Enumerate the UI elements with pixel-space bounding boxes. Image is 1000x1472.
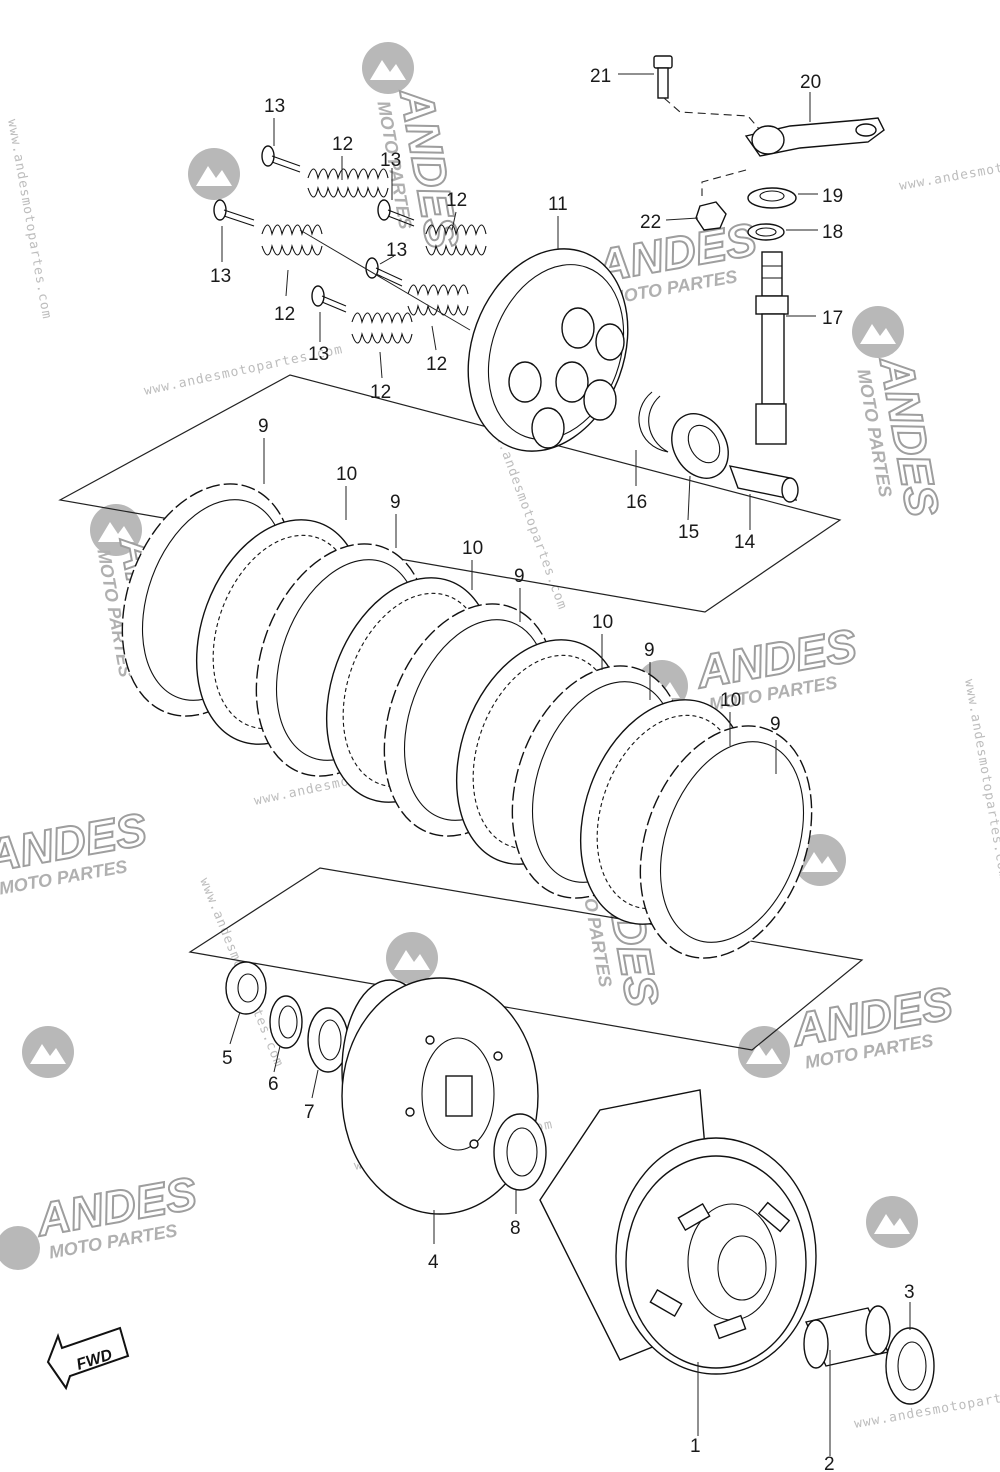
callout-10: 10 <box>336 464 357 485</box>
hub-group-frame <box>188 867 864 1051</box>
clutch-plate-stack <box>121 483 813 959</box>
callout-12: 12 <box>332 134 353 155</box>
bearing-15 <box>671 413 729 479</box>
callout-6: 6 <box>268 1074 279 1095</box>
fwd-arrow-icon: FWD <box>46 1326 130 1391</box>
callout-13: 13 <box>380 150 401 171</box>
spring-bolt-group <box>213 145 487 344</box>
callout-12: 12 <box>370 382 391 403</box>
washer-3 <box>885 1327 935 1405</box>
release-arm-20 <box>701 117 885 196</box>
hub-group <box>225 961 547 1215</box>
callout-2: 2 <box>824 1454 835 1472</box>
bolt-13 <box>261 145 301 173</box>
callout-labels: 1 2 3 4 5 6 7 8 9 9 9 9 9 10 10 10 10 11… <box>210 66 915 1472</box>
bushing-2 <box>803 1305 891 1369</box>
bolt-13 <box>365 257 403 287</box>
spring-12 <box>407 284 469 316</box>
callout-3: 3 <box>904 1282 915 1303</box>
callout-13: 13 <box>386 240 407 261</box>
callout-19: 19 <box>822 186 843 207</box>
watermark-url: www.andesmotopartes.com <box>898 144 1000 194</box>
watermark-disc <box>738 1026 790 1078</box>
spring-12 <box>307 168 389 198</box>
bolt-13 <box>311 285 347 313</box>
callout-12: 12 <box>426 354 447 375</box>
callout-10: 10 <box>462 538 483 559</box>
callout-9: 9 <box>770 714 781 735</box>
spring-12 <box>351 312 413 344</box>
pressure-plate-11 <box>467 248 629 452</box>
callout-11: 11 <box>548 194 568 215</box>
callout-12: 12 <box>446 190 467 211</box>
watermark-disc <box>852 306 904 358</box>
callout-10: 10 <box>592 612 613 633</box>
watermark-brand: ANDES MOTO PARTES <box>853 351 950 522</box>
callout-1: 1 <box>690 1436 701 1457</box>
clutch-hub-4 <box>341 977 539 1215</box>
callout-22: 22 <box>640 212 661 233</box>
plate-group-frame <box>58 374 842 613</box>
nut-5 <box>225 961 267 1015</box>
watermark-disc <box>386 932 438 984</box>
spring-12 <box>425 224 487 256</box>
callout-13: 13 <box>264 96 285 117</box>
callout-4: 4 <box>428 1252 439 1273</box>
watermark-url: www.andesmotopartes.com <box>961 678 1000 881</box>
bolt-13 <box>377 199 415 227</box>
clutch-housing-1 <box>539 1089 817 1375</box>
callout-10: 10 <box>720 690 741 711</box>
circlip-16 <box>638 391 669 453</box>
clutch-housing-group <box>539 1089 935 1405</box>
watermark-brand: ANDES MOTO PARTES <box>691 618 862 715</box>
spring-12 <box>261 224 323 256</box>
push-rod-14 <box>728 465 799 503</box>
watermark-disc <box>90 504 142 556</box>
watermark-url: www.andesmotopartes.com <box>4 118 54 321</box>
watermark-disc <box>0 1226 40 1270</box>
watermark-brand: ANDES MOTO PARTES <box>787 976 958 1073</box>
callout-17: 17 <box>822 308 843 329</box>
washer-8 <box>493 1113 547 1191</box>
callout-5: 5 <box>222 1048 233 1069</box>
watermark-disc <box>188 148 240 200</box>
watermark-disc <box>866 1196 918 1248</box>
callout-9: 9 <box>390 492 401 513</box>
bolt-13 <box>213 199 255 227</box>
release-mechanism <box>638 55 885 503</box>
shaft-17 <box>755 251 789 445</box>
callout-8: 8 <box>510 1218 521 1239</box>
callout-15: 15 <box>678 522 699 543</box>
callout-13: 13 <box>308 344 329 365</box>
leader-lines <box>221 73 911 1456</box>
callout-9: 9 <box>258 416 269 437</box>
seal-19 <box>747 187 797 209</box>
watermark-disc <box>362 42 414 94</box>
washer-18 <box>747 223 785 241</box>
callout-12: 12 <box>274 304 295 325</box>
watermark-brand: ANDES MOTO PARTES <box>0 802 152 899</box>
washer-6 <box>269 995 303 1049</box>
callout-9: 9 <box>514 566 525 587</box>
callout-21: 21 <box>590 66 611 87</box>
washer-7 <box>307 1007 349 1073</box>
bolt-21 <box>653 55 761 131</box>
callout-18: 18 <box>822 222 843 243</box>
watermark-brand: ANDES MOTO PARTES <box>31 1166 202 1263</box>
callout-16: 16 <box>626 492 647 513</box>
callout-14: 14 <box>734 532 756 553</box>
watermark-disc <box>22 1026 74 1078</box>
callout-9: 9 <box>644 640 655 661</box>
friction-plate-9 <box>639 725 813 959</box>
nut-22 <box>695 201 727 231</box>
callout-7: 7 <box>304 1102 315 1123</box>
callout-20: 20 <box>800 72 821 93</box>
callout-13: 13 <box>210 266 231 287</box>
